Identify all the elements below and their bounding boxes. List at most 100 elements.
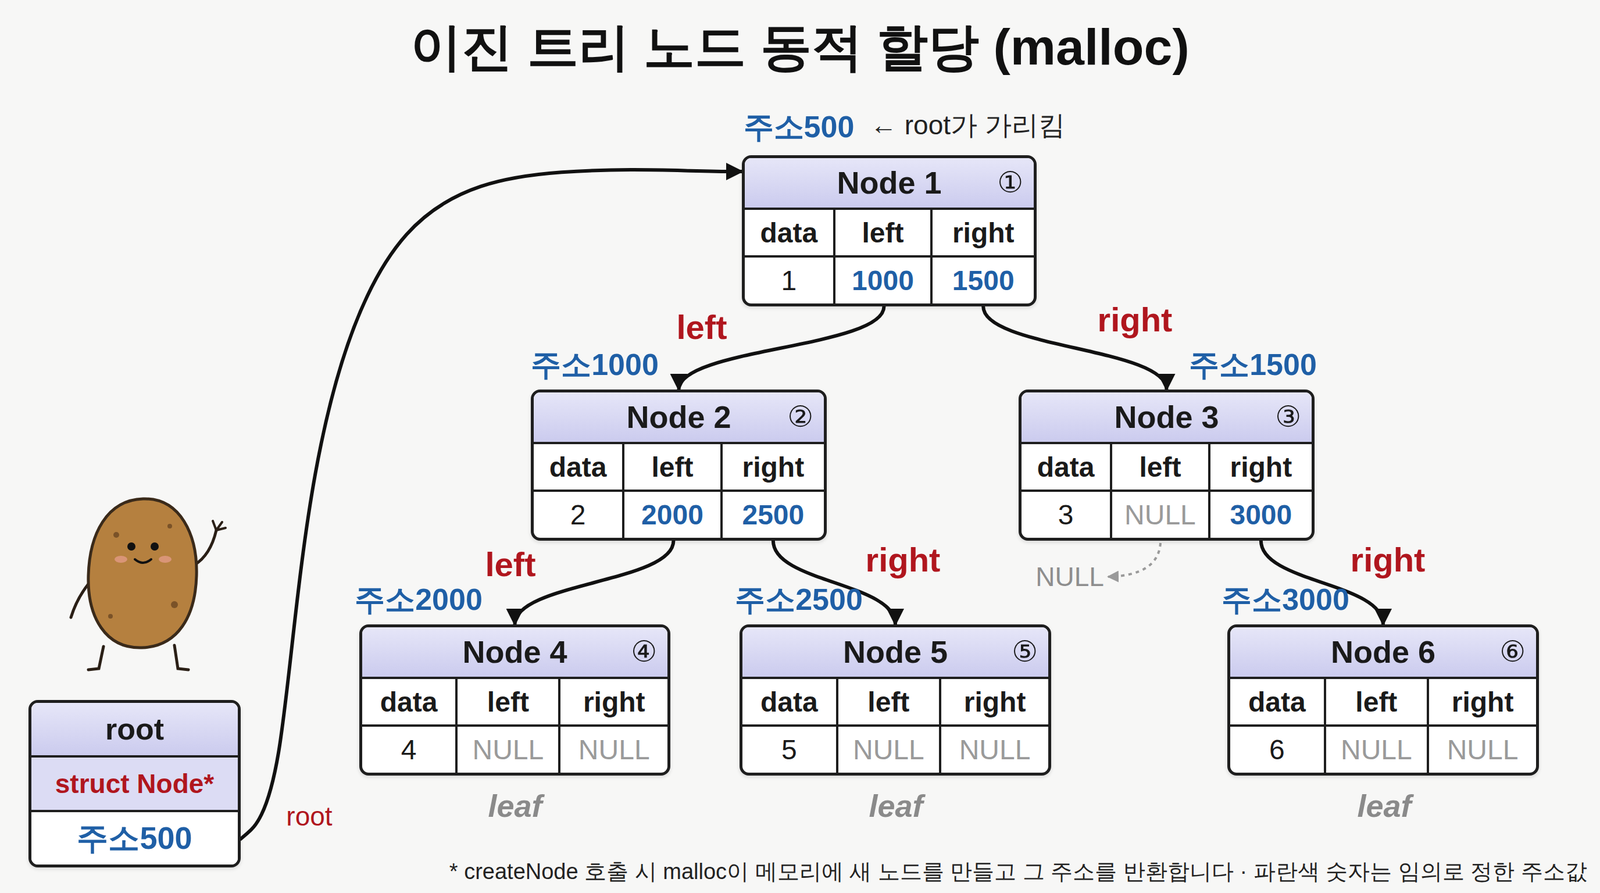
- field-header-row: data left right: [362, 679, 668, 728]
- table-cell: 1: [744, 257, 836, 304]
- node-title-bar: Node 1①: [744, 158, 1034, 210]
- field-value-row: 4 NULL NULL: [362, 726, 668, 773]
- table-cell: right: [722, 444, 824, 491]
- table-cell: left: [457, 679, 561, 725]
- pointer-arrow: [515, 540, 674, 625]
- address-label: 주소3000: [1221, 579, 1350, 621]
- mascot-cheek: [114, 555, 128, 563]
- table-cell: 2500: [722, 491, 824, 538]
- address-label: 주소1000: [530, 344, 659, 386]
- callout-number: ②: [787, 400, 814, 434]
- edge-label: right: [865, 540, 941, 580]
- node-title-bar: Node 2 ②: [533, 392, 824, 445]
- pointer-field: struct Node*: [55, 768, 214, 800]
- pointer-field: 주소500: [76, 817, 192, 860]
- footnote-caption: * createNode 호출 시 malloc이 메모리에 새 노드를 만들고…: [308, 856, 1588, 887]
- leaf-label: leaf: [1356, 787, 1412, 824]
- field-name: left: [1355, 686, 1398, 719]
- pointer-arrow: [240, 169, 742, 839]
- node-title-bar: Node 4④: [362, 627, 668, 680]
- field-header-row: data left right: [1021, 444, 1312, 493]
- diagram-title: 이진 트리 노드 동적 할당 (malloc): [0, 12, 1600, 82]
- field-name: data: [380, 686, 438, 719]
- table-cell: 2000: [624, 491, 723, 538]
- node-name: Node 2: [626, 398, 731, 435]
- mascot-leg: [88, 646, 104, 670]
- table-cell: NULL: [838, 726, 942, 773]
- field-name: right: [583, 686, 646, 719]
- field-name: data: [1037, 451, 1095, 484]
- table-cell: 3000: [1210, 491, 1312, 538]
- leaf-label: leaf: [487, 787, 542, 824]
- pointer-variable-box: rootstruct Node*주소500: [28, 700, 241, 868]
- node-name: Node 5: [843, 633, 948, 670]
- callout-number: ①: [997, 165, 1024, 200]
- field-header-row: dataleftright: [1230, 679, 1537, 728]
- tree-node-box: Node 1① data left right 1 1000 1500: [741, 155, 1037, 307]
- mascot-leg: [174, 645, 189, 670]
- field-value: NULL: [578, 733, 650, 766]
- field-value-row: 1 1000 1500: [744, 257, 1034, 304]
- note-label: ← root가 가리킴: [870, 107, 1066, 144]
- field-value: NULL: [472, 733, 545, 766]
- field-value: NULL: [1124, 498, 1196, 531]
- tree-node-box: Node 5⑤dataleftright5NULLNULL: [739, 624, 1052, 776]
- mascot-hand: [212, 520, 226, 531]
- tree-node-box: Node 6⑥dataleftright6NULLNULL: [1227, 624, 1539, 776]
- field-value-row: 3 NULL 3000: [1021, 491, 1312, 538]
- mascot-spot: [167, 523, 173, 529]
- node-title-bar: Node 6⑥: [1230, 627, 1537, 680]
- leaf-label: leaf: [868, 787, 923, 824]
- mascot-eye: [150, 542, 159, 551]
- mascot-eye: [127, 542, 136, 551]
- callout-number: ⑤: [1011, 634, 1038, 669]
- callout-number: ④: [630, 634, 657, 669]
- mascot-body: [88, 498, 197, 648]
- field-name: left: [862, 216, 905, 249]
- table-cell: data: [1021, 444, 1113, 491]
- field-name: data: [759, 216, 818, 249]
- field-name: left: [651, 451, 694, 484]
- field-value-row: 220002500: [533, 491, 824, 538]
- address-label: 주소500: [743, 106, 855, 148]
- callout-number: ⑥: [1499, 634, 1526, 669]
- address-label: 주소2000: [354, 579, 483, 621]
- table-cell: left: [1112, 444, 1210, 491]
- table-cell: 4: [362, 726, 458, 773]
- table-cell: NULL: [1429, 726, 1537, 773]
- field-name: right: [1230, 451, 1293, 484]
- tree-node-box: Node 2②dataleftright220002500: [530, 389, 827, 541]
- field-name: data: [760, 686, 819, 719]
- field-value: 2500: [741, 498, 805, 531]
- field-value: NULL: [959, 733, 1031, 766]
- tree-node-box: Node 4④ data left right 4 NULL NULL: [359, 624, 671, 776]
- table-cell: right: [941, 679, 1049, 725]
- field-name: right: [952, 216, 1015, 249]
- field-value-row: 5NULLNULL: [742, 726, 1049, 773]
- table-cell: data: [742, 679, 839, 725]
- table-cell: right: [560, 679, 668, 725]
- table-cell: NULL: [1326, 726, 1430, 773]
- field-value: 3: [1058, 498, 1074, 531]
- table-cell: struct Node*: [31, 757, 238, 813]
- potato-mascot: [70, 498, 226, 670]
- mascot-spot: [170, 601, 178, 609]
- null-leader: [1108, 543, 1161, 577]
- table-cell: left: [1326, 679, 1430, 725]
- table-cell: NULL: [457, 726, 561, 773]
- table-cell: NULL: [1112, 491, 1210, 538]
- table-cell: 1500: [932, 257, 1034, 304]
- table-cell: 6: [1230, 726, 1327, 773]
- table-cell: left: [835, 209, 934, 256]
- field-value: NULL: [852, 733, 925, 766]
- table-cell: data: [1230, 679, 1327, 725]
- field-value: 1000: [851, 264, 914, 297]
- mascot-spot: [113, 531, 120, 538]
- table-cell: NULL: [941, 726, 1049, 773]
- field-name: right: [963, 686, 1027, 719]
- field-value-row: 6NULLNULL: [1230, 726, 1537, 773]
- field-value: 2000: [641, 498, 704, 531]
- null-label: NULL: [1035, 561, 1105, 593]
- table-cell: data: [533, 444, 625, 491]
- field-name: data: [1248, 686, 1306, 719]
